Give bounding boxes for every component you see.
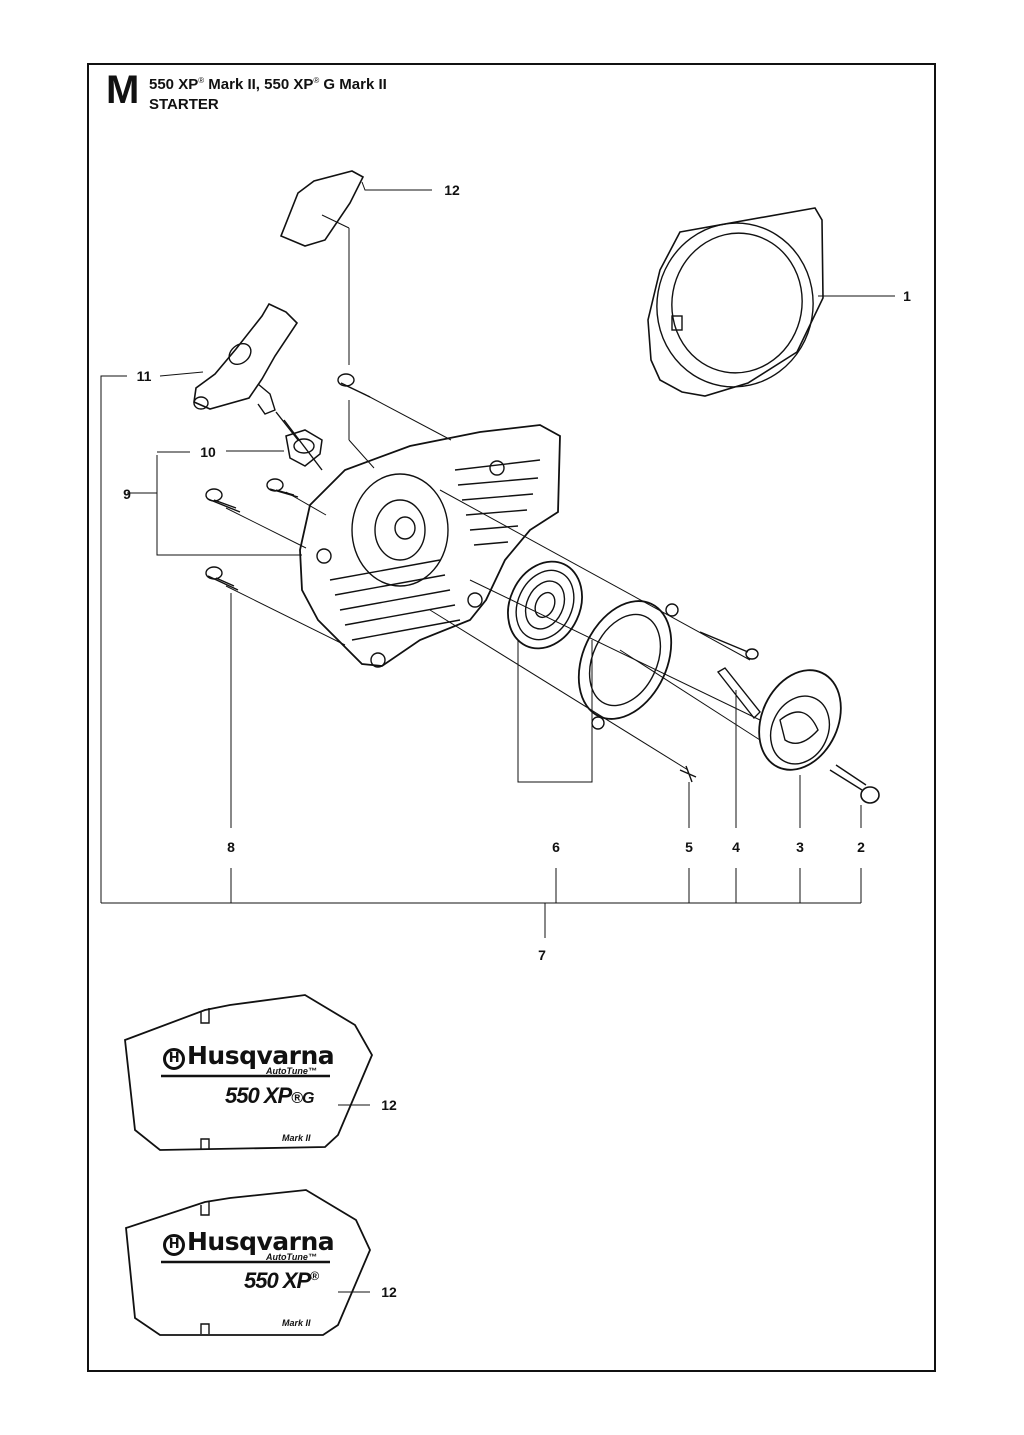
callout-12-top: 12 xyxy=(444,182,460,198)
decal-g-model: 550 XP®G xyxy=(225,1083,314,1108)
page-frame xyxy=(87,63,936,1372)
callout-5: 5 xyxy=(685,839,693,855)
callout-7: 7 xyxy=(538,947,546,963)
husqvarna-logo-icon: H xyxy=(163,1234,185,1256)
callout-11: 11 xyxy=(136,368,152,384)
callout-10: 10 xyxy=(200,444,216,460)
callout-8: 8 xyxy=(227,839,235,855)
husqvarna-logo-icon: H xyxy=(163,1048,185,1070)
rope-pulley-part xyxy=(758,669,842,771)
section-letter: M xyxy=(106,68,140,112)
leader-lines xyxy=(100,181,895,938)
callout-6: 6 xyxy=(552,839,560,855)
callout-4: 4 xyxy=(732,839,740,855)
callout-1: 1 xyxy=(903,288,911,304)
decal-std-mark: Mark II xyxy=(282,1318,311,1328)
decal-outline-g xyxy=(124,994,374,1151)
callout-12-decal-g: 12 xyxy=(381,1097,397,1113)
starter-housing-part xyxy=(299,424,561,668)
grommet-part xyxy=(285,429,323,467)
starter-cover-part xyxy=(647,207,824,397)
callout-9: 9 xyxy=(123,486,131,502)
model-title: 550 XP® Mark II, 550 XP® G Mark II xyxy=(149,76,387,93)
callout-2: 2 xyxy=(857,839,865,855)
spring-cassette-part xyxy=(577,600,679,730)
screw-part xyxy=(205,373,371,591)
starter-handle-part xyxy=(193,302,323,471)
starter-rope-part xyxy=(716,667,761,720)
center-screw-part xyxy=(829,764,880,804)
callout-3: 3 xyxy=(796,839,804,855)
section-title: STARTER xyxy=(149,96,219,113)
decal-part xyxy=(279,170,365,247)
callout-12-decal: 12 xyxy=(381,1284,397,1300)
decal-g-mark: Mark II xyxy=(282,1133,311,1143)
decal-std-model: 550 XP® xyxy=(244,1268,319,1293)
decal-std-autotune: AutoTune™ xyxy=(266,1252,317,1262)
decal-g-autotune: AutoTune™ xyxy=(266,1066,317,1076)
decal-outline-std xyxy=(125,1189,371,1336)
screw-part xyxy=(679,631,759,783)
recoil-spring-part xyxy=(507,560,583,650)
